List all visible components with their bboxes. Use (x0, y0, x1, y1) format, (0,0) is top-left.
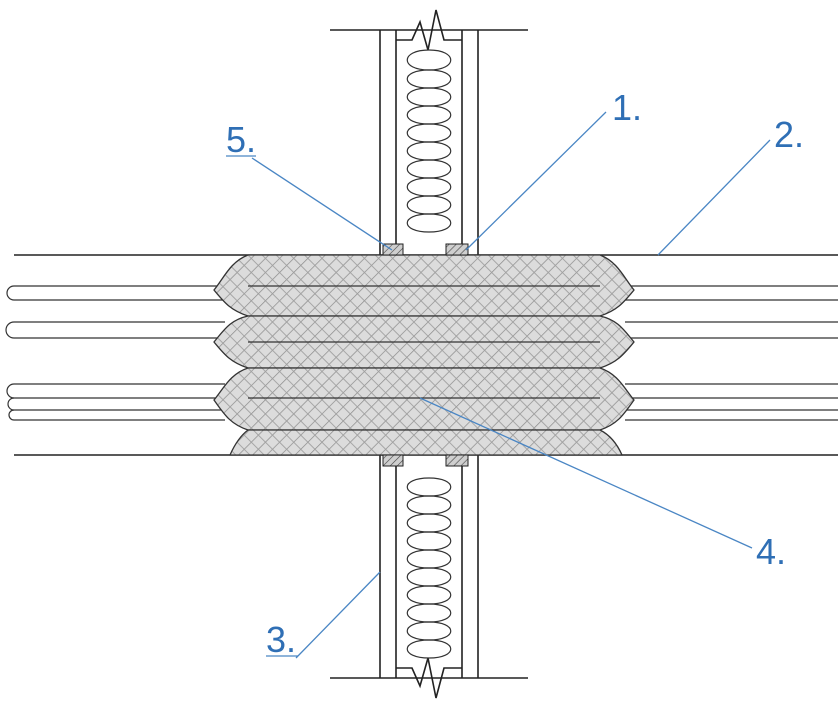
leader-3 (295, 571, 381, 659)
coated-bundles (213, 254, 635, 456)
wall-bottom (330, 455, 528, 699)
leader-1 (465, 111, 607, 251)
leader-2 (657, 139, 771, 256)
callout-2: 2. (774, 114, 804, 155)
callout-4: 4. (756, 531, 786, 572)
insulation-top (406, 49, 452, 233)
cables-right (625, 285, 838, 421)
leader-4 (419, 397, 753, 549)
bundle-3 (213, 367, 635, 431)
callout-5: 5. (226, 119, 256, 160)
seal-bottom-left (382, 454, 404, 467)
seal-bottom-right (445, 454, 469, 467)
seal-top-left (382, 243, 404, 256)
bundle-4 (228, 429, 624, 456)
leader-5 (251, 157, 393, 251)
cables-left (5, 285, 225, 421)
callout-3: 3. (266, 619, 296, 660)
wall-top (330, 9, 528, 255)
callout-1: 1. (612, 87, 642, 128)
leader-lines (226, 111, 771, 659)
seal-top-right (445, 243, 469, 256)
seal-strips (382, 243, 469, 467)
